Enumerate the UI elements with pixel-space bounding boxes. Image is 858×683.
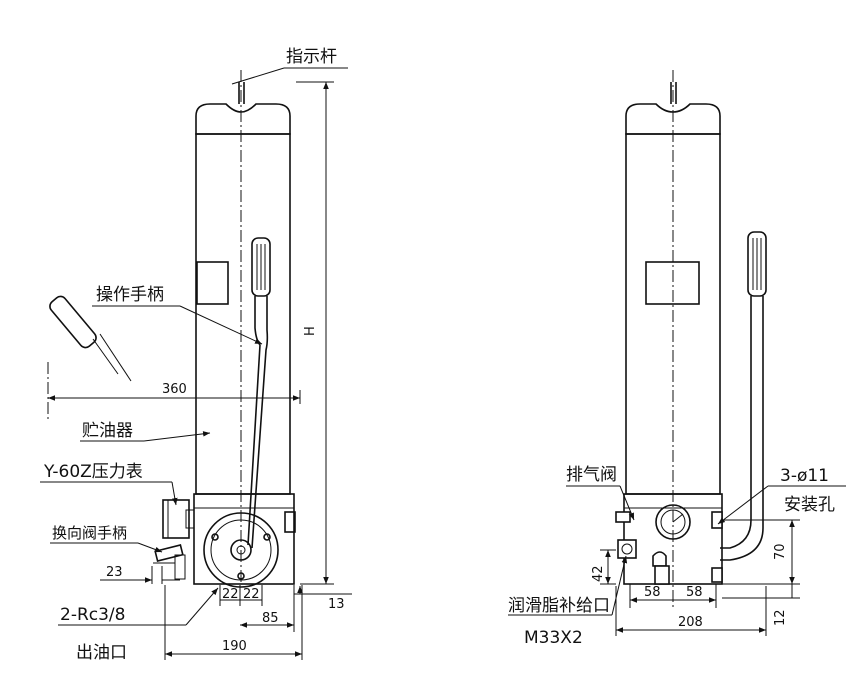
dim-side-offset: 23 [106, 565, 123, 580]
front-view: 指示杆 操作手柄 贮油器 Y-60Z压力表 换向阀手柄 2-Rc3/8 出油口 … [40, 47, 352, 663]
indicator-rod-shape [238, 82, 245, 104]
top-cap [195, 103, 291, 135]
valve-handle-shape [153, 544, 186, 580]
label-reversing-valve-handle: 换向阀手柄 [52, 524, 127, 542]
label-outlet-thread: 2-Rc3/8 [60, 605, 125, 625]
label-pressure-gauge: Y-60Z压力表 [43, 462, 143, 482]
label-grease-fill-port: 润滑脂补给口 [508, 596, 610, 616]
dim-center-to-hole: 58 [686, 585, 703, 600]
label-mount-holes-count: 3-ø11 [780, 466, 829, 486]
label-reservoir: 贮油器 [82, 421, 133, 441]
side-valve-knob [652, 551, 670, 585]
dim-gauge-to-center: 58 [644, 585, 661, 600]
dim-fill-port-height: 42 [591, 565, 606, 582]
dim-outlet-spacing-b: 22 [243, 587, 260, 602]
label-outlet-port: 出油口 [76, 643, 127, 663]
label-indicator-rod: 指示杆 [286, 47, 337, 67]
dim-base-width-side: 208 [678, 615, 703, 630]
label-mount-holes: 安装孔 [784, 495, 835, 515]
side-handle-shape [720, 231, 767, 561]
side-pump-base [623, 493, 723, 585]
dim-height: H [303, 326, 318, 336]
dim-outlet-to-edge: 85 [262, 611, 279, 626]
label-fill-thread: M33X2 [524, 628, 583, 648]
pressure-gauge-shape [162, 499, 195, 539]
side-vent-fitting [615, 511, 637, 559]
side-view: 排气阀 3-ø11 安装孔 润滑脂补给口 M33X2 42 58 58 208 … [508, 70, 846, 648]
handle-swing-shape [47, 295, 132, 420]
pump-wheel [203, 512, 279, 588]
dim-base-width-front: 190 [222, 639, 247, 654]
side-indicator-rod-shape [670, 82, 677, 104]
dim-hole-to-bottom: 12 [773, 609, 788, 626]
dim-outlet-spacing-a: 22 [222, 587, 239, 602]
handle-shape [247, 237, 271, 549]
dim-base-thickness: 13 [328, 597, 345, 612]
label-vent-valve: 排气阀 [566, 465, 617, 485]
dim-hole-height: 70 [773, 543, 788, 560]
reservoir-cylinder [195, 133, 291, 495]
dim-handle-swing: 360 [162, 382, 187, 397]
sight-window [196, 261, 229, 305]
side-gauge-dial [655, 504, 691, 540]
label-operating-handle: 操作手柄 [96, 285, 164, 305]
pump-base [193, 493, 295, 585]
